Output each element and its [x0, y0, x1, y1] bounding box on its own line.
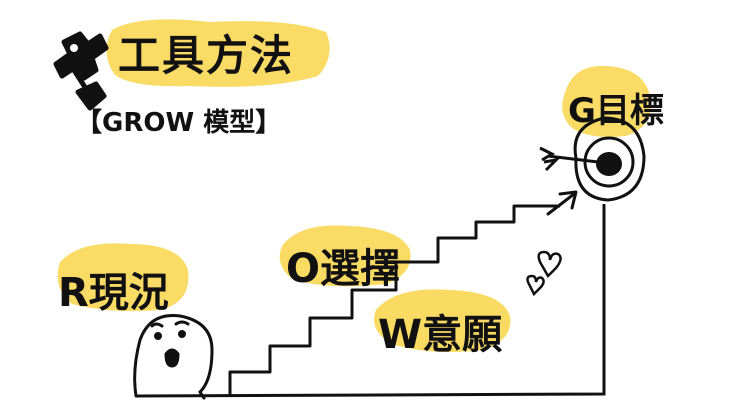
model-subtitle: 【GROW 模型】 — [76, 108, 282, 138]
title-highlight — [106, 19, 330, 87]
arrow-icon — [546, 190, 578, 216]
ground-line — [135, 204, 606, 398]
page-title: 工具方法 — [118, 31, 295, 80]
stage-label-will: W意願 — [378, 312, 503, 358]
highlight-blobs — [57, 19, 651, 352]
w-highlight — [374, 289, 511, 352]
o-highlight — [279, 225, 411, 287]
stage-label-options: O選擇 — [286, 246, 401, 292]
heart-icon — [526, 250, 562, 297]
stage-label-reality: R現況 — [58, 270, 169, 316]
g-highlight — [562, 65, 651, 137]
r-highlight — [57, 243, 189, 312]
person-face-icon — [133, 314, 214, 400]
staircase — [228, 204, 560, 395]
wrench-icon — [53, 31, 109, 111]
target-icon — [539, 116, 646, 202]
stage-label-goal: G目標 — [568, 91, 664, 131]
